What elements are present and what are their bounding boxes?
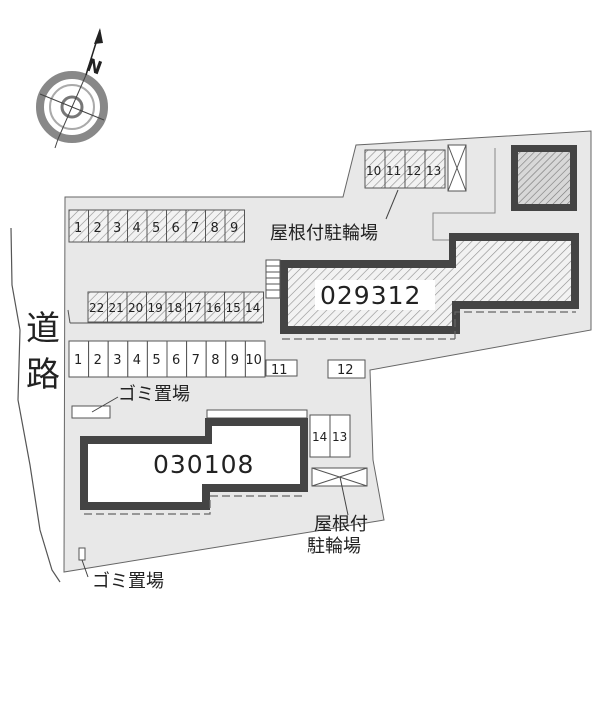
svg-text:3: 3 bbox=[113, 221, 121, 236]
svg-text:4: 4 bbox=[133, 353, 141, 368]
parking-top-7: 7 bbox=[185, 209, 206, 243]
parking-middle-15: 15 bbox=[224, 291, 245, 323]
svg-text:3: 3 bbox=[113, 353, 121, 368]
svg-text:15: 15 bbox=[226, 301, 241, 315]
parking-bottom-4: 4 bbox=[127, 340, 148, 378]
building-029312: 029312 bbox=[280, 233, 579, 340]
svg-text:6: 6 bbox=[172, 353, 180, 368]
parking-middle-21: 21 bbox=[107, 291, 128, 323]
svg-text:19: 19 bbox=[148, 301, 163, 315]
svg-text:11: 11 bbox=[386, 164, 401, 178]
parking-bottom-2: 2 bbox=[88, 340, 109, 378]
svg-text:5: 5 bbox=[152, 353, 160, 368]
trash-area-1-marker bbox=[71, 396, 119, 419]
parking-top-8: 8 bbox=[205, 209, 226, 243]
building-030108: 030108 bbox=[80, 409, 308, 515]
parking-top-6: 6 bbox=[166, 209, 187, 243]
svg-text:4: 4 bbox=[133, 221, 141, 236]
road-label-1: 道 bbox=[26, 309, 60, 349]
building-id-029312: 029312 bbox=[320, 281, 421, 310]
svg-text:12: 12 bbox=[406, 164, 421, 178]
svg-text:1: 1 bbox=[74, 221, 82, 236]
svg-text:13: 13 bbox=[332, 430, 347, 444]
svg-text:7: 7 bbox=[191, 221, 199, 236]
covered-bike-parking-bottom-label-2: 駐輪場 bbox=[307, 536, 361, 557]
parking-middle-22: 22 bbox=[87, 291, 108, 323]
parking-spot-12: 12 bbox=[327, 359, 366, 379]
parking-top-5: 5 bbox=[146, 209, 167, 243]
svg-text:9: 9 bbox=[231, 353, 239, 368]
svg-text:7: 7 bbox=[192, 353, 200, 368]
svg-text:1: 1 bbox=[74, 353, 82, 368]
parking-top-9: 9 bbox=[224, 209, 245, 243]
parking-middle-14: 14 bbox=[243, 291, 264, 323]
parking-middle-20: 20 bbox=[126, 291, 147, 323]
parking-middle-row: 22 21 20 19 18 17 16 15 14 bbox=[87, 291, 264, 323]
bike-upper-13: 13 bbox=[424, 149, 446, 189]
parking-middle-17: 17 bbox=[185, 291, 206, 323]
svg-text:16: 16 bbox=[206, 301, 221, 315]
bike-row-upper-right: 10 11 12 13 bbox=[364, 149, 446, 189]
parking-bottom-7: 7 bbox=[186, 340, 207, 378]
svg-text:5: 5 bbox=[152, 221, 160, 236]
trash-area-2-label: ゴミ置場 bbox=[92, 571, 164, 592]
bike-upper-12: 12 bbox=[404, 149, 426, 189]
svg-text:2: 2 bbox=[94, 221, 102, 236]
svg-text:14: 14 bbox=[312, 430, 327, 444]
parking-middle-18: 18 bbox=[165, 291, 186, 323]
svg-text:21: 21 bbox=[109, 301, 124, 315]
parking-top-2: 2 bbox=[88, 209, 109, 243]
parking-bottom-3: 3 bbox=[107, 340, 129, 378]
parking-bottom-10: 10 bbox=[244, 340, 266, 378]
parking-spot-11: 11 bbox=[265, 359, 298, 378]
building-id-030108: 030108 bbox=[153, 450, 254, 479]
svg-text:9: 9 bbox=[230, 221, 238, 236]
north-label: N bbox=[83, 55, 104, 80]
svg-text:8: 8 bbox=[211, 353, 219, 368]
bike-shelter-box-bottom bbox=[311, 467, 368, 516]
small-building bbox=[511, 145, 577, 211]
svg-text:8: 8 bbox=[211, 221, 219, 236]
compass-icon: N bbox=[36, 28, 108, 149]
bike-shelter-box-top bbox=[447, 144, 467, 192]
parking-middle-19: 19 bbox=[146, 291, 167, 323]
parking-top-1: 1 bbox=[68, 209, 89, 243]
parking-middle-16: 16 bbox=[204, 291, 225, 323]
trash-area-2-marker bbox=[78, 547, 89, 578]
svg-text:18: 18 bbox=[167, 301, 182, 315]
parking-top-4: 4 bbox=[127, 209, 148, 243]
parking-bottom-1: 1 bbox=[68, 340, 90, 378]
parking-bottom-8: 8 bbox=[205, 340, 227, 378]
svg-text:17: 17 bbox=[187, 301, 202, 315]
parking-top-3: 3 bbox=[107, 209, 128, 243]
covered-bike-parking-bottom-label-1: 屋根付 bbox=[314, 514, 368, 535]
svg-text:13: 13 bbox=[426, 164, 441, 178]
stairs bbox=[265, 259, 281, 299]
trash-area-1-label: ゴミ置場 bbox=[118, 384, 190, 405]
covered-bike-parking-top-label: 屋根付駐輪場 bbox=[270, 223, 378, 244]
bike-upper-10: 10 bbox=[364, 149, 386, 189]
svg-text:11: 11 bbox=[271, 363, 288, 378]
svg-text:22: 22 bbox=[89, 301, 104, 315]
parking-bottom-9: 9 bbox=[225, 340, 246, 378]
svg-text:2: 2 bbox=[94, 353, 102, 368]
svg-text:14: 14 bbox=[245, 301, 260, 315]
svg-text:10: 10 bbox=[366, 164, 381, 178]
parking-bottom-6: 6 bbox=[166, 340, 188, 378]
road-edge bbox=[10, 227, 61, 583]
svg-text:6: 6 bbox=[172, 221, 180, 236]
road-label-2: 路 bbox=[26, 355, 60, 395]
svg-text:10: 10 bbox=[245, 353, 262, 368]
svg-text:20: 20 bbox=[128, 301, 143, 315]
svg-text:12: 12 bbox=[337, 363, 354, 378]
parking-bottom-5: 5 bbox=[146, 340, 168, 378]
bike-upper-11: 11 bbox=[384, 149, 406, 189]
parking-right-column: 14 13 bbox=[309, 414, 351, 458]
